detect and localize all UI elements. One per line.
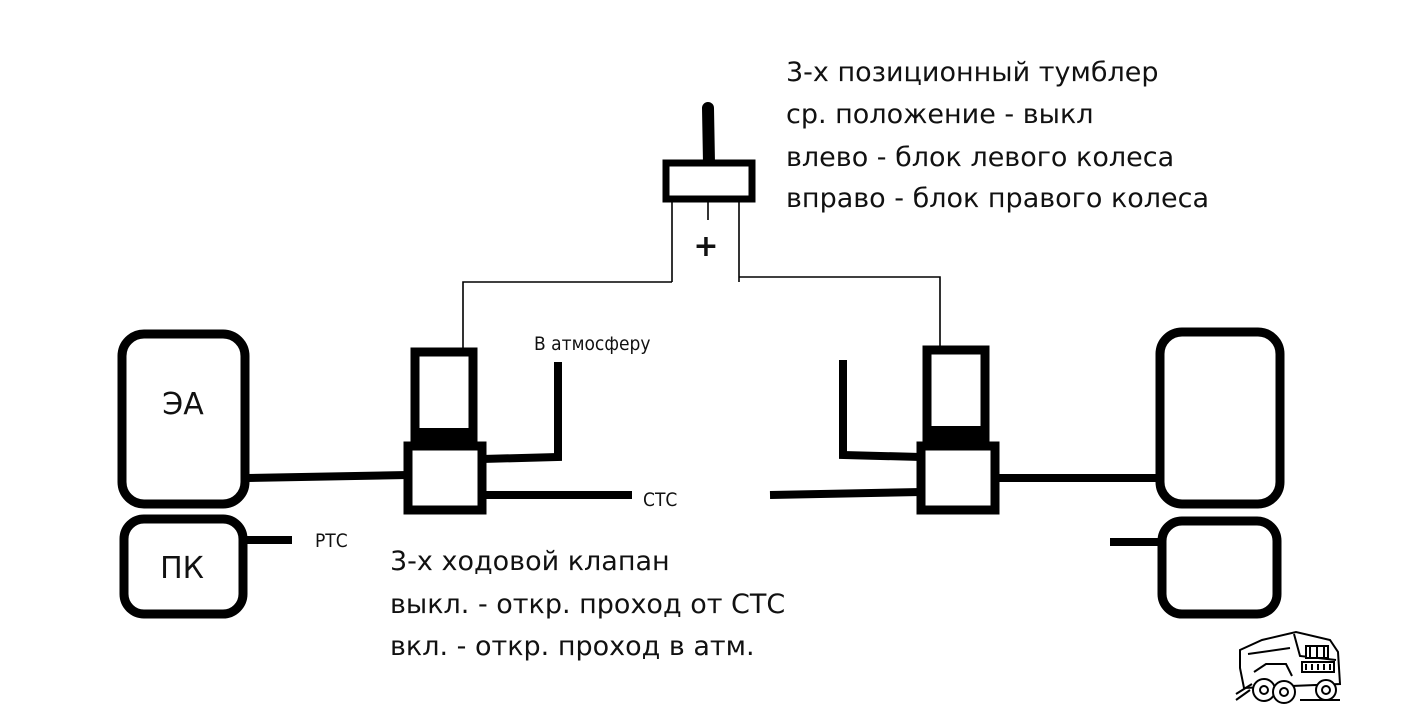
truck-icon [1235, 630, 1342, 704]
pk-label: ПК [160, 551, 204, 586]
toggle-line-3: вправо - блок правого колеса [786, 183, 1209, 214]
pipe-atmosphere-right [839, 360, 922, 461]
pipe-ea-to-valve-left [247, 471, 409, 482]
valve-line-2: вкл. - откр. проход в атм. [390, 631, 755, 662]
toggle-title: 3-х позиционный тумблер [786, 57, 1159, 88]
valve-right-coil-base [927, 426, 985, 442]
sts-label: СТС [643, 489, 677, 511]
valve-left [403, 347, 487, 515]
pipes-left [245, 362, 632, 544]
toggle-plus-label: + [693, 229, 718, 264]
toggle-line-1: ср. положение - выкл [786, 99, 1094, 130]
valve-left-coil-base [415, 428, 473, 444]
valve-right-body [916, 441, 1000, 515]
valve-line-1: выкл. - откр. проход от СТС [390, 589, 785, 620]
wire-left [462, 281, 672, 350]
pk-chamber-left [119, 514, 248, 619]
toggle-line-2: влево - блок левого колеса [786, 142, 1174, 173]
valve-description: 3-х ходовой клапан выкл. - откр. проход … [390, 546, 785, 662]
rts-label: РТС [315, 530, 348, 552]
control-wires [462, 276, 941, 350]
pipe-atmosphere-left [481, 362, 562, 463]
toggle-description: 3-х позиционный тумблер ср. положение - … [786, 57, 1209, 214]
valve-right [916, 345, 1000, 515]
toggle-switch: + [662, 102, 756, 282]
ea-label: ЭА [162, 387, 204, 422]
pk-chamber-right [1157, 516, 1282, 619]
valve-title: 3-х ходовой клапан [390, 546, 670, 577]
toggle-lever [702, 102, 715, 169]
pipe-sts-right [769, 488, 922, 499]
atmosphere-label: В атмосферу [534, 333, 650, 355]
ea-chamber-right [1155, 327, 1285, 509]
wire-right [739, 276, 941, 350]
ea-chamber-left [117, 329, 250, 509]
valve-left-body [403, 441, 487, 515]
pipes-right [769, 360, 1162, 546]
toggle-body [662, 159, 756, 203]
